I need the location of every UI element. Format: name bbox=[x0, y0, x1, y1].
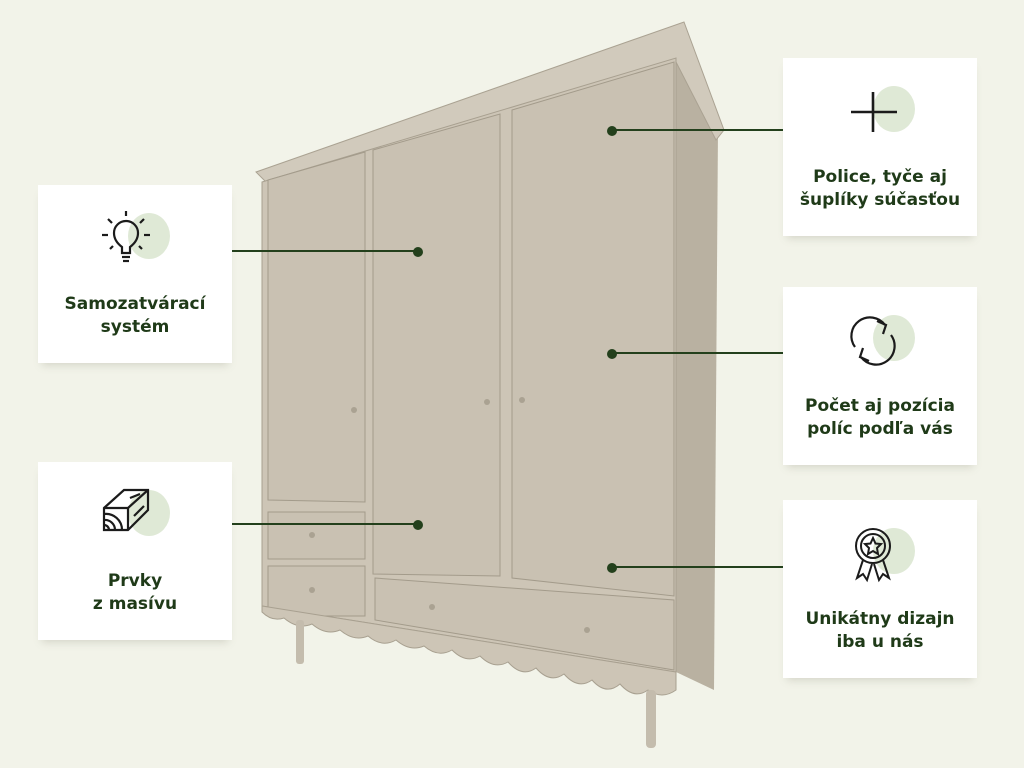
refresh-icon bbox=[845, 311, 915, 371]
plus-icon bbox=[845, 82, 915, 142]
hotspot-design[interactable] bbox=[607, 563, 617, 573]
lightbulb-icon bbox=[100, 209, 170, 269]
connector-shelves bbox=[612, 352, 808, 354]
hotspot-included[interactable] bbox=[607, 126, 617, 136]
connector-included bbox=[612, 129, 808, 131]
hotspot-self-closing[interactable] bbox=[413, 247, 423, 257]
hotspot-solid-wood[interactable] bbox=[413, 520, 423, 530]
connector-solid-wood bbox=[210, 523, 418, 525]
left-door bbox=[267, 151, 366, 503]
middle-door bbox=[372, 113, 501, 577]
wood-beam-icon bbox=[100, 486, 170, 546]
award-badge-icon bbox=[845, 524, 915, 584]
connector-design bbox=[612, 566, 808, 568]
hotspot-shelves[interactable] bbox=[607, 349, 617, 359]
connector-self-closing bbox=[210, 250, 418, 252]
right-door bbox=[511, 61, 675, 597]
